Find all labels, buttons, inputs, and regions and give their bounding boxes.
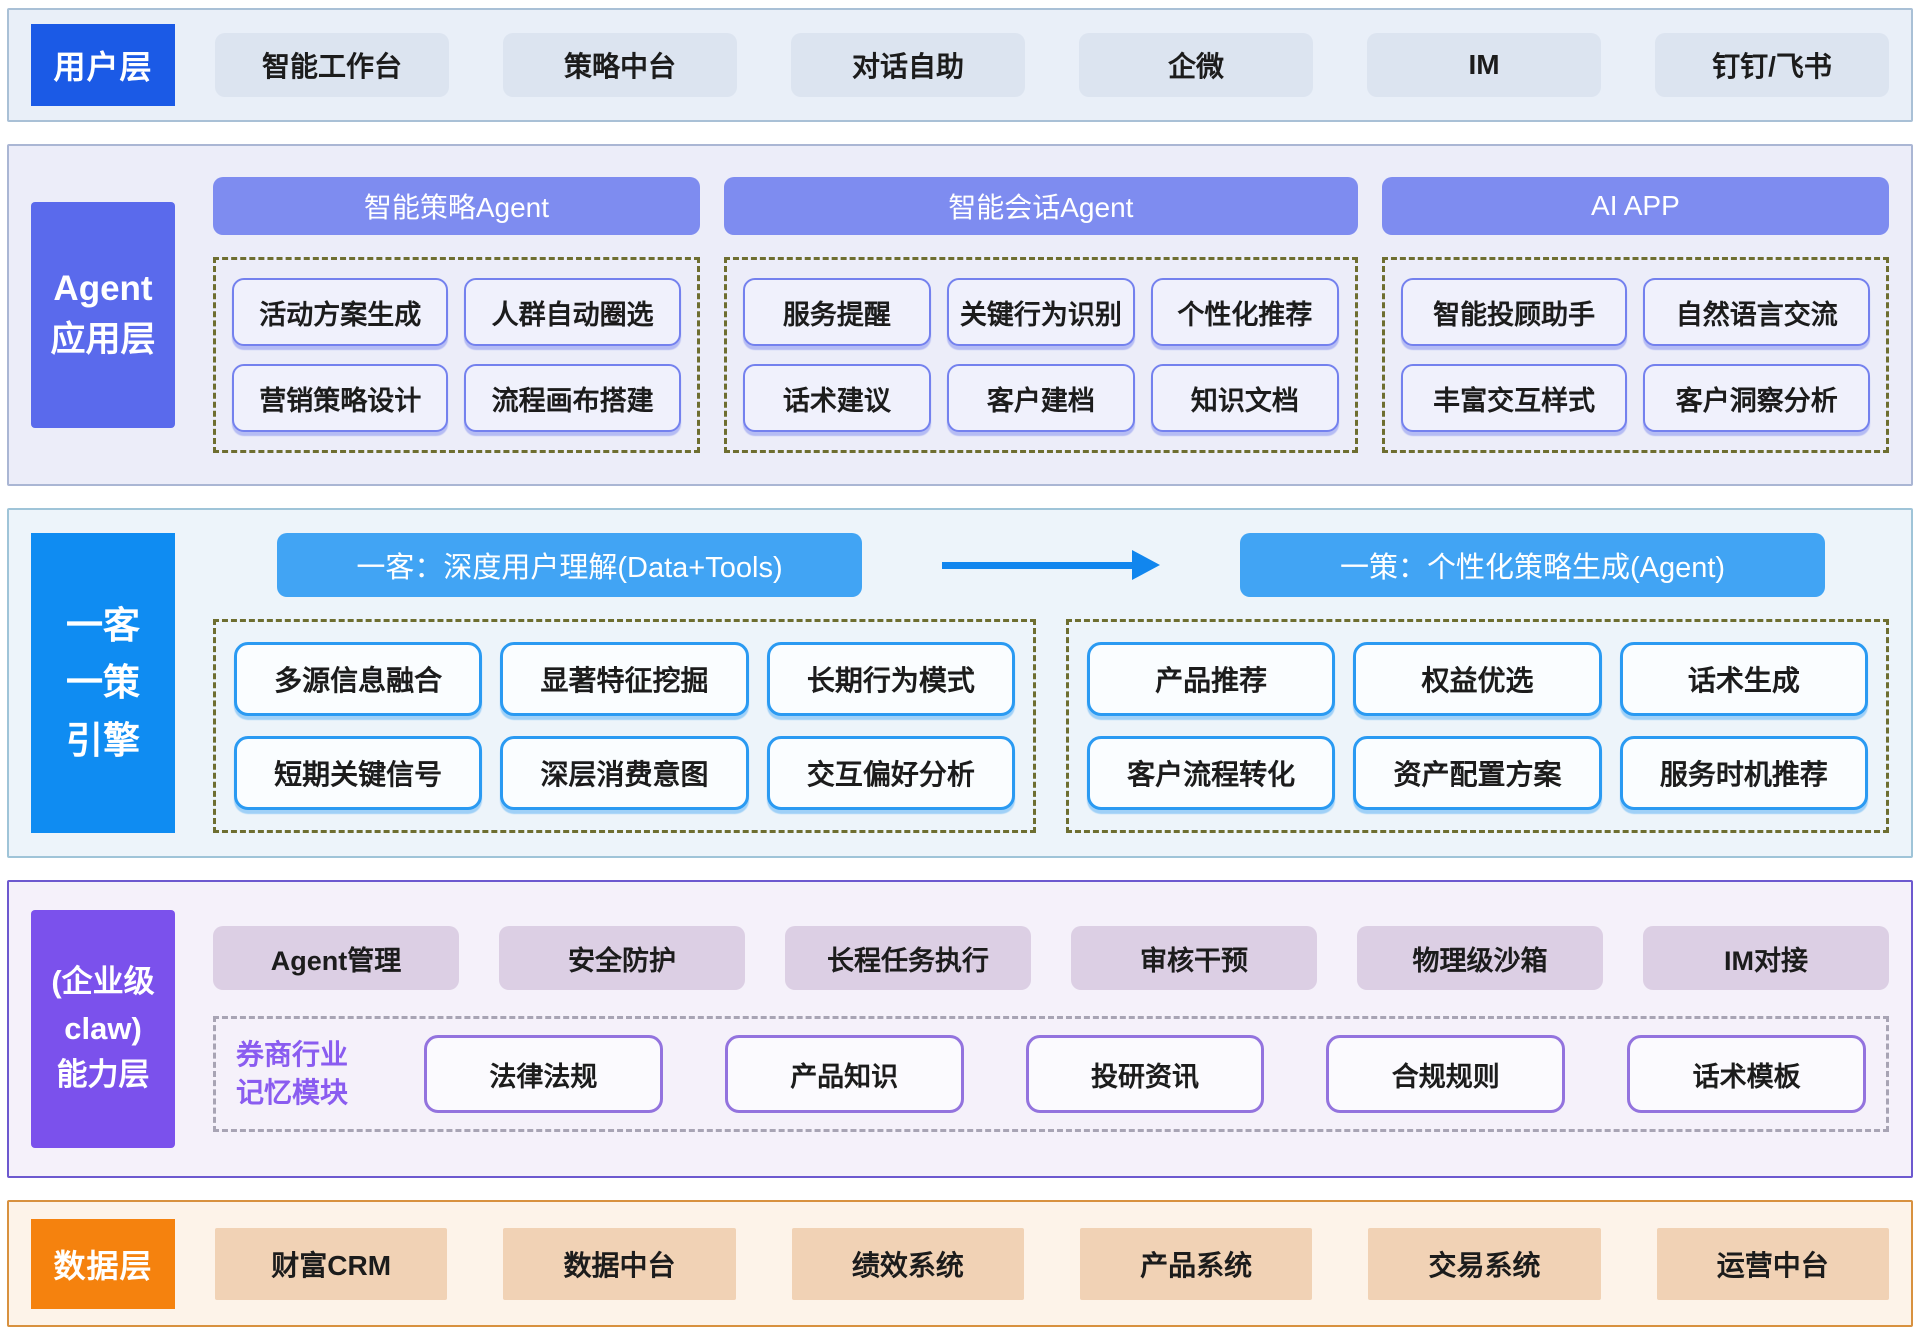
card-personalized-recommendation: 个性化推荐 xyxy=(1150,278,1339,346)
conversation-agent-box: 服务提醒 关键行为识别 个性化推荐 话术建议 客户建档 知识文档 xyxy=(723,257,1358,453)
user-layer-items: 智能工作台 策略中台 对话自助 企微 IM 钉钉/飞书 xyxy=(215,33,1889,97)
broker-memory-label: 券商行业 记忆模块 xyxy=(236,1036,386,1112)
ai-app-header: AI APP xyxy=(1381,177,1889,235)
data-layer-label: 数据层 xyxy=(31,1218,175,1309)
card-customer-flow-conversion: 客户流程转化 xyxy=(1087,736,1336,810)
agent-layer-label: Agent 应用层 xyxy=(31,202,175,428)
data-item-product-system: 产品系统 xyxy=(1079,1227,1313,1300)
card-salient-features: 显著特征挖掘 xyxy=(500,642,749,716)
capability-layer-label: (企业级 claw) 能力层 xyxy=(31,910,175,1148)
card-customer-insight: 客户洞察分析 xyxy=(1643,364,1870,432)
agent-layer-band: Agent 应用层 智能策略Agent 活动方案生成 人群自动圈选 营销策略设计… xyxy=(7,144,1913,486)
user-item-im: IM xyxy=(1367,33,1601,97)
cap-item-physical-sandbox: 物理级沙箱 xyxy=(1357,926,1603,990)
customer-understanding-pill: 一客：深度用户理解(Data+Tools) xyxy=(277,533,862,597)
cap-item-security-protection: 安全防护 xyxy=(499,926,745,990)
capability-content: Agent管理 安全防护 长程任务执行 审核干预 物理级沙箱 IM对接 券商行业… xyxy=(213,926,1889,1132)
engine-layer-label: 一客 一策 引擎 xyxy=(31,533,175,833)
memory-cards-row: 法律法规 产品知识 投研资讯 合规规则 话术模板 xyxy=(424,1035,1866,1113)
cap-item-im-integration: IM对接 xyxy=(1643,926,1889,990)
user-item-wecom: 企微 xyxy=(1079,33,1313,97)
strategy-generation-pill: 一策：个性化策略生成(Agent) xyxy=(1240,533,1825,597)
card-compliance-rules: 合规规则 xyxy=(1326,1035,1566,1113)
card-service-reminder: 服务提醒 xyxy=(742,278,931,346)
engine-label-line1: 一客 xyxy=(66,604,140,646)
memory-label-line1: 券商行业 xyxy=(236,1039,349,1071)
ai-app-box: 智能投顾助手 自然语言交流 丰富交互样式 客户洞察分析 xyxy=(1381,257,1889,453)
card-multisource-fusion: 多源信息融合 xyxy=(234,642,483,716)
data-layer-band: 数据层 财富CRM 数据中台 绩效系统 产品系统 交易系统 运营中台 xyxy=(7,1200,1913,1327)
card-audience-selection: 人群自动圈选 xyxy=(464,278,681,346)
data-layer-items: 财富CRM 数据中台 绩效系统 产品系统 交易系统 运营中台 xyxy=(215,1227,1889,1300)
card-flow-canvas: 流程画布搭建 xyxy=(464,364,681,432)
engine-boxes-row: 多源信息融合 显著特征挖掘 长期行为模式 短期关键信号 深层消费意图 交互偏好分… xyxy=(213,619,1889,833)
user-item-dingtalk-feishu: 钉钉/飞书 xyxy=(1655,33,1889,97)
agent-label-line1: Agent xyxy=(53,269,153,309)
card-longterm-behavior: 长期行为模式 xyxy=(766,642,1015,716)
right-arrow-icon xyxy=(926,550,1176,580)
understanding-box: 多源信息融合 显著特征挖掘 长期行为模式 短期关键信号 深层消费意图 交互偏好分… xyxy=(213,619,1036,833)
card-marketing-strategy: 营销策略设计 xyxy=(232,364,449,432)
card-customer-profile: 客户建档 xyxy=(946,364,1135,432)
card-service-timing: 服务时机推荐 xyxy=(1619,736,1868,810)
card-deep-intent: 深层消费意图 xyxy=(500,736,749,810)
conversation-agent-header: 智能会话Agent xyxy=(723,177,1358,235)
card-script-generation: 话术生成 xyxy=(1619,642,1868,716)
engine-pills-row: 一客：深度用户理解(Data+Tools) 一策：个性化策略生成(Agent) xyxy=(213,533,1889,597)
data-item-data-platform: 数据中台 xyxy=(503,1227,736,1300)
capability-label-line1: (企业级 xyxy=(51,964,155,1000)
data-item-performance-system: 绩效系统 xyxy=(791,1227,1024,1300)
capability-label-line3: 能力层 xyxy=(56,1057,150,1093)
card-asset-allocation: 资产配置方案 xyxy=(1353,736,1602,810)
capability-items-row: Agent管理 安全防护 长程任务执行 审核干预 物理级沙箱 IM对接 xyxy=(213,926,1889,990)
user-item-dialog-selfservice: 对话自助 xyxy=(791,33,1025,97)
right-pill-zone: 一策：个性化策略生成(Agent) xyxy=(1176,533,1889,597)
card-natural-language: 自然语言交流 xyxy=(1643,278,1870,346)
broker-memory-box: 券商行业 记忆模块 法律法规 产品知识 投研资讯 合规规则 话术模板 xyxy=(213,1016,1889,1132)
card-knowledge-docs: 知识文档 xyxy=(1150,364,1339,432)
agent-group-ai-app: AI APP 智能投顾助手 自然语言交流 丰富交互样式 客户洞察分析 xyxy=(1381,177,1889,453)
engine-label-line2: 一策 xyxy=(66,662,140,704)
card-product-recommendation: 产品推荐 xyxy=(1087,642,1336,716)
arrow-line xyxy=(942,561,1132,569)
strategy-agent-header: 智能策略Agent xyxy=(213,177,700,235)
strategy-agent-box: 活动方案生成 人群自动圈选 营销策略设计 流程画布搭建 xyxy=(213,257,700,453)
agent-label-line2: 应用层 xyxy=(50,320,156,359)
card-rich-interaction: 丰富交互样式 xyxy=(1400,364,1628,432)
card-robo-advisor: 智能投顾助手 xyxy=(1400,278,1628,346)
capability-layer-band: (企业级 claw) 能力层 Agent管理 安全防护 长程任务执行 审核干预 … xyxy=(7,880,1913,1178)
card-script-suggestion: 话术建议 xyxy=(742,364,931,432)
card-activity-plan: 活动方案生成 xyxy=(232,278,449,346)
data-item-operation-platform: 运营中台 xyxy=(1656,1227,1889,1300)
card-laws-regulations: 法律法规 xyxy=(424,1035,663,1113)
data-item-trading-system: 交易系统 xyxy=(1368,1227,1601,1300)
card-shortterm-signals: 短期关键信号 xyxy=(234,736,483,810)
cap-item-review-intervention: 审核干预 xyxy=(1071,926,1317,990)
card-interaction-preference: 交互偏好分析 xyxy=(766,736,1015,810)
user-item-workbench: 智能工作台 xyxy=(215,33,449,97)
engine-label-line3: 引擎 xyxy=(66,719,140,761)
data-item-wealth-crm: 财富CRM xyxy=(215,1227,448,1300)
card-research-info: 投研资讯 xyxy=(1025,1035,1265,1113)
user-layer-label: 用户层 xyxy=(31,24,175,106)
engine-content: 一客：深度用户理解(Data+Tools) 一策：个性化策略生成(Agent) … xyxy=(213,533,1889,833)
generation-box: 产品推荐 权益优选 话术生成 客户流程转化 资产配置方案 服务时机推荐 xyxy=(1066,619,1889,833)
cap-item-agent-management: Agent管理 xyxy=(213,926,459,990)
card-key-behavior: 关键行为识别 xyxy=(946,278,1135,346)
capability-label-line2: claw) xyxy=(64,1010,142,1046)
agent-group-strategy: 智能策略Agent 活动方案生成 人群自动圈选 营销策略设计 流程画布搭建 xyxy=(213,177,700,453)
agent-group-conversation: 智能会话Agent 服务提醒 关键行为识别 个性化推荐 话术建议 客户建档 知识… xyxy=(723,177,1358,453)
cap-item-long-task-execution: 长程任务执行 xyxy=(785,926,1031,990)
card-script-templates: 话术模板 xyxy=(1627,1035,1866,1113)
engine-layer-band: 一客 一策 引擎 一客：深度用户理解(Data+Tools) 一策：个性化策略生… xyxy=(7,508,1913,858)
agent-groups: 智能策略Agent 活动方案生成 人群自动圈选 营销策略设计 流程画布搭建 智能… xyxy=(213,177,1889,453)
left-pill-zone: 一客：深度用户理解(Data+Tools) xyxy=(213,533,926,597)
user-layer-band: 用户层 智能工作台 策略中台 对话自助 企微 IM 钉钉/飞书 xyxy=(7,8,1913,122)
card-product-knowledge: 产品知识 xyxy=(724,1035,964,1113)
memory-label-line2: 记忆模块 xyxy=(236,1077,349,1108)
card-benefit-selection: 权益优选 xyxy=(1353,642,1602,716)
user-item-strategy-platform: 策略中台 xyxy=(503,33,737,97)
arrow-head xyxy=(1132,550,1160,580)
